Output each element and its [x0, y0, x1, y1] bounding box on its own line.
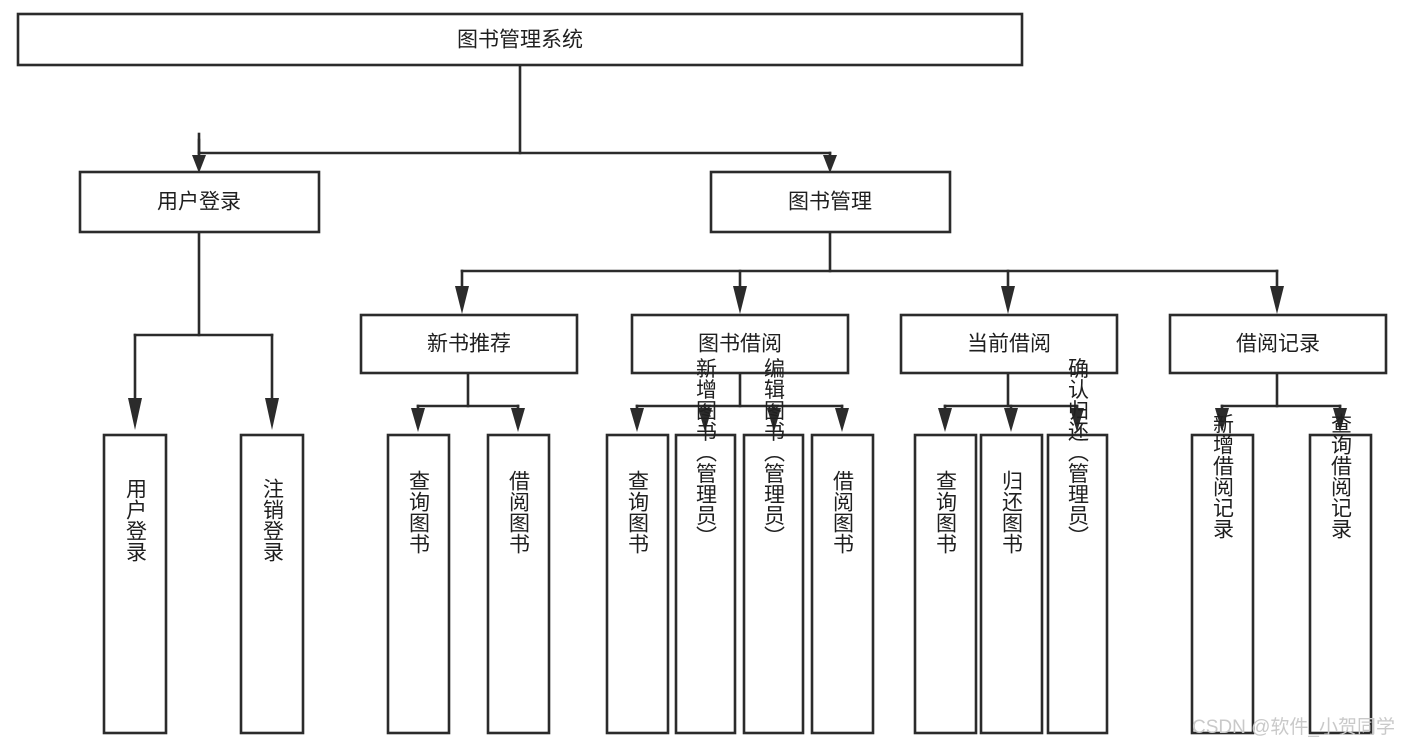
node-book-borrow[interactable]: 图书借阅 — [630, 313, 850, 375]
leaf-borrow-book-2-box[interactable] — [810, 433, 875, 735]
node-current-borrow[interactable]: 当前借阅 — [899, 313, 1119, 375]
node-new-book-recommend-label: 新书推荐 — [427, 333, 511, 356]
arrow-br-leaf-2 — [1333, 408, 1347, 432]
arrow-nbr-leaf-2 — [511, 408, 525, 432]
connector-group-book-borrow — [630, 371, 849, 432]
node-book-borrow-box[interactable] — [630, 313, 850, 375]
leaf-query-book-1-label: 查询图书 — [407, 470, 431, 554]
leaf-user-login-box[interactable] — [102, 433, 168, 735]
node-book-management-label: 图书管理 — [788, 191, 872, 214]
leaf-node-query-record[interactable]: 查询借阅记录 — [1308, 413, 1373, 735]
arrow-nbr-leaf-1 — [411, 408, 425, 432]
leaf-query-record-box[interactable] — [1308, 433, 1373, 735]
arrow-bm-to-borrow-record — [1270, 286, 1284, 314]
leaf-query-book-1-box[interactable] — [386, 433, 451, 735]
arrow-root-to-user-login — [192, 155, 206, 173]
node-borrow-record[interactable]: 借阅记录 — [1168, 313, 1388, 375]
leaf-query-book-3-label: 查询图书 — [934, 470, 958, 554]
leaf-node-borrow-book-2[interactable]: 借阅图书 — [810, 433, 875, 735]
leaf-node-return-book[interactable]: 归还图书 — [979, 433, 1044, 735]
leaf-edit-book-box[interactable] — [742, 433, 805, 735]
connector-group-book-management — [455, 230, 1284, 314]
leaf-query-book-3-box[interactable] — [913, 433, 978, 735]
arrow-user-login-leaf-1 — [128, 398, 142, 430]
leaf-logout-box[interactable] — [239, 433, 305, 735]
node-current-borrow-label: 当前借阅 — [967, 333, 1051, 356]
node-borrow-record-label: 借阅记录 — [1236, 333, 1320, 356]
leaf-node-add-book[interactable]: 新增图书（管理员） — [674, 358, 737, 735]
leaf-add-book-label: 新增图书（管理员） — [694, 358, 718, 547]
leaf-node-query-book-2[interactable]: 查询图书 — [605, 433, 670, 735]
node-user-login-label: 用户登录 — [157, 191, 241, 214]
node-book-borrow-label: 图书借阅 — [698, 333, 782, 356]
leaf-borrow-book-2-label: 借阅图书 — [831, 470, 855, 554]
arrow-user-login-leaf-2 — [265, 398, 279, 430]
node-user-login-box[interactable] — [78, 170, 321, 234]
connector-group-new-book-recommend — [411, 371, 525, 432]
arrow-bm-to-current-borrow — [1001, 286, 1015, 314]
node-new-book-recommend-box[interactable] — [359, 313, 579, 375]
leaf-user-login-label: 用户登录 — [124, 478, 148, 562]
connector-group-user-login — [128, 230, 279, 430]
arrow-cb-leaf-1 — [938, 408, 952, 432]
arrow-cb-leaf-2 — [1004, 408, 1018, 432]
connector-group-borrow-record — [1215, 371, 1347, 432]
leaf-node-user-login[interactable]: 用户登录 — [102, 433, 168, 735]
leaf-node-query-book-1[interactable]: 查询图书 — [386, 433, 451, 735]
arrow-bb-leaf-3 — [767, 408, 781, 432]
leaf-add-book-box[interactable] — [674, 433, 737, 735]
node-root[interactable]: 图书管理系统 — [16, 12, 1024, 67]
leaf-logout-label: 注销登录 — [261, 478, 285, 562]
leaf-query-record-label: 查询借阅记录 — [1329, 413, 1353, 539]
leaf-query-book-2-box[interactable] — [605, 433, 670, 735]
arrow-br-leaf-1 — [1215, 408, 1229, 432]
arrow-cb-leaf-3 — [1070, 408, 1084, 432]
leaf-return-book-box[interactable] — [979, 433, 1044, 735]
leaf-confirm-return-box[interactable] — [1046, 433, 1109, 735]
connector-group-current-borrow — [938, 371, 1084, 432]
node-root-label: 图书管理系统 — [457, 29, 583, 52]
leaf-confirm-return-label: 确认归还（管理员） — [1066, 358, 1090, 547]
arrow-bm-to-new-book-recommend — [455, 286, 469, 314]
leaf-node-logout[interactable]: 注销登录 — [239, 433, 305, 735]
leaf-node-query-book-3[interactable]: 查询图书 — [913, 433, 978, 735]
leaf-edit-book-label: 编辑图书（管理员） — [762, 358, 786, 547]
leaf-node-edit-book[interactable]: 编辑图书（管理员） — [742, 358, 805, 735]
watermark-label: CSDN @软件_小贺同学 — [1192, 716, 1395, 738]
node-borrow-record-box[interactable] — [1168, 313, 1388, 375]
node-book-management-box[interactable] — [709, 170, 952, 234]
leaf-add-record-box[interactable] — [1190, 433, 1255, 735]
node-user-login[interactable]: 用户登录 — [78, 170, 321, 234]
leaf-add-record-label: 新增借阅记录 — [1211, 413, 1235, 539]
leaf-return-book-label: 归还图书 — [1000, 470, 1024, 554]
node-current-borrow-box[interactable] — [899, 313, 1119, 375]
leaf-node-confirm-return[interactable]: 确认归还（管理员） — [1046, 358, 1109, 735]
arrow-bb-leaf-1 — [630, 408, 644, 432]
leaf-borrow-book-1-label: 借阅图书 — [507, 470, 531, 554]
leaf-node-add-record[interactable]: 新增借阅记录 — [1190, 413, 1255, 735]
node-new-book-recommend[interactable]: 新书推荐 — [359, 313, 579, 375]
arrow-bm-to-book-borrow — [733, 286, 747, 314]
arrow-bb-leaf-2 — [698, 408, 712, 432]
leaf-query-book-2-label: 查询图书 — [626, 470, 650, 554]
leaf-node-borrow-book-1[interactable]: 借阅图书 — [486, 433, 551, 735]
connector-group-root — [192, 63, 837, 173]
node-book-management[interactable]: 图书管理 — [709, 170, 952, 234]
leaf-borrow-book-1-box[interactable] — [486, 433, 551, 735]
arrow-bb-leaf-4 — [835, 408, 849, 432]
node-root-box[interactable] — [16, 12, 1024, 67]
arrow-root-to-book-management — [823, 155, 837, 173]
